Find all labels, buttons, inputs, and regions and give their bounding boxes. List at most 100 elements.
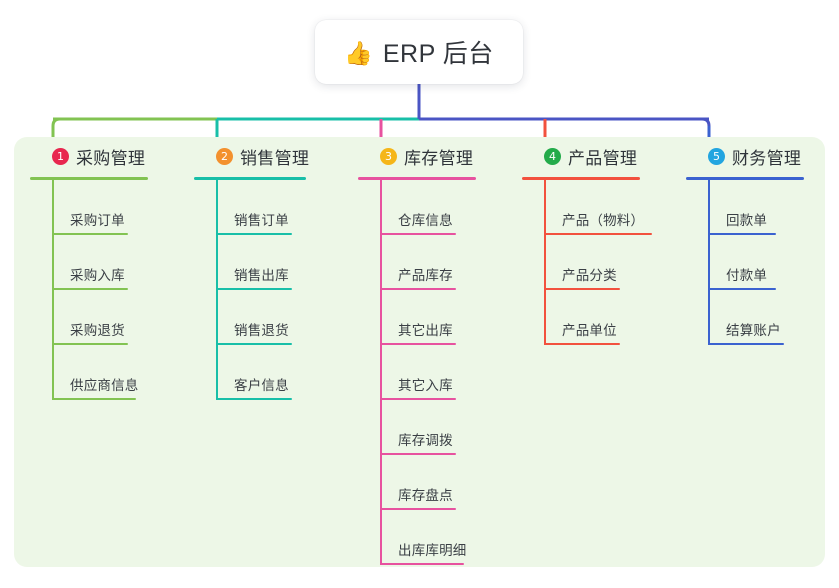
branch-item[interactable]: 客户信息 xyxy=(194,345,354,400)
branch-item-label: 供应商信息 xyxy=(70,378,139,394)
branch-item-label: 产品库存 xyxy=(398,268,453,284)
branch-item-label: 库存调拨 xyxy=(398,433,453,449)
branch-item-rule xyxy=(544,288,620,290)
branch-spine xyxy=(52,180,54,400)
branch-item-rule xyxy=(380,563,464,565)
branch-title: 财务管理 xyxy=(732,148,802,168)
branch-item-label: 仓库信息 xyxy=(398,213,453,229)
branch-number-badge: 4 xyxy=(544,147,561,165)
branch-item[interactable]: 库存调拨 xyxy=(358,400,518,455)
branch-item[interactable]: 结算账户 xyxy=(686,290,836,345)
branch-item[interactable]: 产品库存 xyxy=(358,235,518,290)
branch-header-rule xyxy=(358,177,476,180)
branch-item-label: 库存盘点 xyxy=(398,488,453,504)
branch-column-4: 4 产品管理产品（物料） 产品分类产品单位 xyxy=(522,137,682,345)
branch-item-label: 客户信息 xyxy=(234,378,289,394)
branch-item[interactable]: 采购退货 xyxy=(30,290,190,345)
branch-item[interactable]: 销售出库 xyxy=(194,235,354,290)
branch-header-1[interactable]: 1 采购管理 xyxy=(30,137,190,175)
branch-header-rule xyxy=(194,177,306,180)
branch-item-label: 产品单位 xyxy=(562,323,617,339)
root-node-card[interactable]: 👍 ERP 后台 xyxy=(315,20,523,84)
branch-item-rule xyxy=(52,398,136,400)
branch-item-label: 销售退货 xyxy=(234,323,289,339)
branch-header-rule xyxy=(686,177,804,180)
branch-item-label: 产品分类 xyxy=(562,268,617,284)
branch-number-badge: 2 xyxy=(216,147,233,165)
branch-item-label: 采购订单 xyxy=(70,213,125,229)
branch-item-list: 回款单付款单结算账户 xyxy=(686,180,836,345)
branch-item-rule xyxy=(380,233,456,235)
branch-item-rule xyxy=(380,508,456,510)
branch-item[interactable]: 回款单 xyxy=(686,180,836,235)
branch-item[interactable]: 产品（物料） xyxy=(522,180,682,235)
branch-item-label: 销售订单 xyxy=(234,213,289,229)
branch-item[interactable]: 库存盘点 xyxy=(358,455,518,510)
branch-header-rule xyxy=(522,177,640,180)
branch-item-list: 产品（物料） 产品分类产品单位 xyxy=(522,180,682,345)
branch-header-4[interactable]: 4 产品管理 xyxy=(522,137,682,175)
branch-item-label: 采购入库 xyxy=(70,268,125,284)
branch-number-badge: 3 xyxy=(380,147,397,165)
branch-column-5: 5 财务管理回款单付款单结算账户 xyxy=(686,137,836,345)
branch-item-list: 销售订单销售出库销售退货客户信息 xyxy=(194,180,354,400)
branch-item-rule xyxy=(380,453,456,455)
branch-item[interactable]: 供应商信息 xyxy=(30,345,190,400)
branch-header-rule xyxy=(30,177,148,180)
branch-item-rule xyxy=(708,343,784,345)
branch-header-5[interactable]: 5 财务管理 xyxy=(686,137,836,175)
branch-spine xyxy=(216,180,218,400)
branch-item-label: 产品（物料） xyxy=(562,213,645,229)
branch-item[interactable]: 销售退货 xyxy=(194,290,354,345)
branch-item-rule xyxy=(216,343,292,345)
diagram-background-panel xyxy=(14,137,825,567)
branch-item-label: 付款单 xyxy=(726,268,768,284)
branch-item[interactable]: 采购订单 xyxy=(30,180,190,235)
branch-item-rule xyxy=(52,343,128,345)
branch-title: 产品管理 xyxy=(568,148,638,168)
branch-spine xyxy=(708,180,710,345)
branch-item-rule xyxy=(380,288,456,290)
branch-item[interactable]: 产品分类 xyxy=(522,235,682,290)
branch-item-label: 出库库明细 xyxy=(398,543,467,559)
branch-item[interactable]: 仓库信息 xyxy=(358,180,518,235)
branch-item-rule xyxy=(216,288,292,290)
branch-number-badge: 1 xyxy=(52,147,69,165)
branch-column-1: 1 采购管理采购订单采购入库采购退货供应商信息 xyxy=(30,137,190,400)
branch-item-label: 采购退货 xyxy=(70,323,125,339)
branch-item-rule xyxy=(544,233,652,235)
branch-item-rule xyxy=(216,398,292,400)
branch-item[interactable]: 其它出库 xyxy=(358,290,518,345)
branch-spine xyxy=(544,180,546,345)
connector-corner-right xyxy=(701,117,711,127)
branch-title: 采购管理 xyxy=(76,148,146,168)
branch-item-label: 回款单 xyxy=(726,213,768,229)
branch-item-rule xyxy=(544,343,620,345)
branch-item[interactable]: 采购入库 xyxy=(30,235,190,290)
branch-item-list: 采购订单采购入库采购退货供应商信息 xyxy=(30,180,190,400)
thumbs-up-icon: 👍 xyxy=(344,39,373,66)
branch-item[interactable]: 其它入库 xyxy=(358,345,518,400)
branch-item-label: 其它入库 xyxy=(398,378,453,394)
connector-corner-left xyxy=(51,117,61,127)
branch-item-list: 仓库信息产品库存其它出库其它入库库存调拨库存盘点出库库明细 xyxy=(358,180,518,565)
branch-item-label: 销售出库 xyxy=(234,268,289,284)
branch-item-rule xyxy=(380,343,456,345)
branch-item[interactable]: 出库库明细 xyxy=(358,510,518,565)
branch-item[interactable]: 产品单位 xyxy=(522,290,682,345)
branch-item-rule xyxy=(52,233,128,235)
branch-item-rule xyxy=(708,233,776,235)
branch-item-rule xyxy=(52,288,128,290)
branch-item[interactable]: 付款单 xyxy=(686,235,836,290)
branch-item-rule xyxy=(380,398,456,400)
root-node-title: ERP 后台 xyxy=(382,40,494,68)
branch-spine xyxy=(380,180,382,565)
branch-item[interactable]: 销售订单 xyxy=(194,180,354,235)
branch-number-badge: 5 xyxy=(708,147,725,165)
